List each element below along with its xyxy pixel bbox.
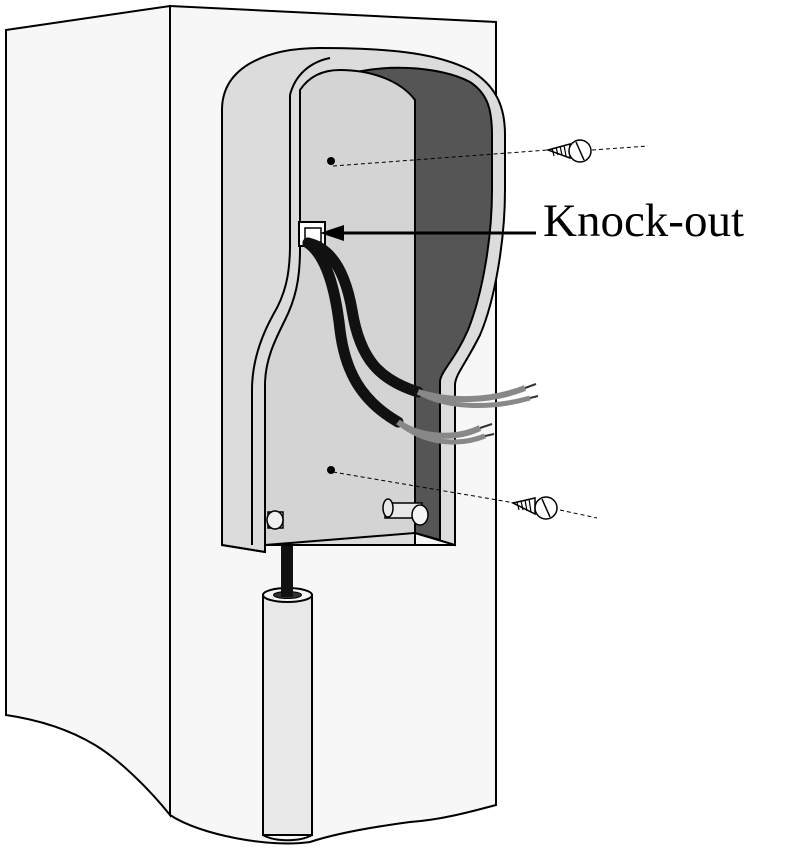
standoff-pin-right: [382, 498, 429, 526]
screw-guide-bottom: [332, 471, 516, 504]
screw-guide-top: [332, 149, 549, 167]
mounting-hole-bottom: [327, 466, 335, 474]
screw-guide-top-tail: [591, 145, 649, 151]
knockout-callout-label: Knock-out: [543, 195, 745, 247]
screw-icon: [510, 496, 558, 520]
callout-arrow: [320, 225, 536, 241]
screw-guide-bottom-tail: [559, 509, 598, 519]
wire-bundle-icon: [302, 237, 539, 445]
mounting-hole-top: [327, 157, 335, 165]
conduit-icon: [262, 587, 313, 842]
standoff-pin-left: [266, 510, 284, 530]
conduit-cable: [281, 545, 293, 597]
screw-icon: [545, 139, 592, 163]
post-front-face: [5, 4, 171, 818]
